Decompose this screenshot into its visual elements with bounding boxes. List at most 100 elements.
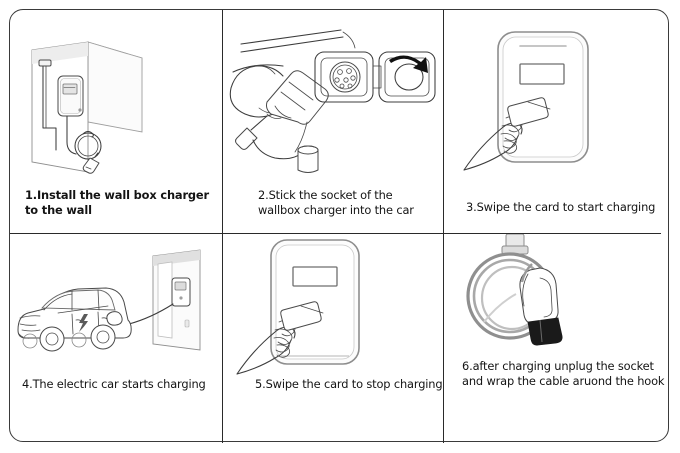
cable-loop [252, 139, 304, 160]
charge-port-housing [314, 51, 374, 103]
wallbox-indicator [78, 108, 82, 112]
cable-upper-tail [294, 121, 308, 153]
headlight [19, 323, 37, 326]
wheel-front-hub [45, 332, 59, 346]
step-caption-5: 5.Swipe the card to stop charging [255, 377, 443, 391]
plug-tip-seam [539, 319, 543, 343]
car-greenhouse [41, 289, 116, 311]
socket-pin [339, 83, 345, 89]
barrel-grip [274, 105, 292, 119]
wallbox-display [62, 83, 78, 95]
illustration-swipe-card-stop [223, 234, 443, 443]
socket-pin [337, 69, 343, 75]
hand-thumb-edge [463, 122, 523, 171]
hood-line [19, 315, 41, 319]
junction-box [38, 59, 52, 67]
grid-divider-vertical [222, 233, 224, 443]
barrel-line-2 [280, 91, 306, 111]
flap-hinge [372, 65, 382, 89]
cable-hook [82, 130, 94, 138]
step-panel-1: 1.Install the wall box charger to the wa… [10, 10, 222, 233]
hand-outline-bottom [229, 87, 274, 118]
hand-thumb-edge [236, 326, 296, 375]
wheel-far-front [22, 333, 38, 349]
windshield-line [43, 293, 73, 311]
wheel-far-rear [71, 332, 87, 348]
wall-top-shade [32, 42, 88, 64]
instruction-diagram-frame: 1.Install the wall box charger to the wa… [9, 9, 670, 443]
door-top-line [57, 305, 109, 314]
step-caption-2: 2.Stick the socket of the wallbox charge… [258, 188, 414, 217]
socket-pin [334, 77, 340, 83]
wheel-front [39, 326, 65, 352]
wheel-rear-hub [96, 330, 110, 344]
flap-door [378, 51, 436, 103]
cable-tail [520, 263, 533, 283]
finger-3 [500, 133, 517, 149]
illustration-wall-charger-installation [10, 10, 222, 233]
step-caption-1: 1.Install the wall box charger to the wa… [25, 188, 209, 217]
socket-pin [347, 83, 353, 89]
grid-divider-vertical [222, 10, 224, 233]
hand-lower-edge [236, 357, 276, 375]
cylinder-rim [297, 145, 319, 155]
step-panel-2: 2.Stick the socket of the wallbox charge… [223, 10, 443, 233]
open-flap-arrow-icon [389, 55, 428, 73]
cable-coil-inner [77, 135, 99, 157]
connector-inner-line [539, 277, 553, 318]
illustration-wrap-cable-on-hook [444, 234, 670, 443]
wall-socket [184, 319, 190, 328]
cable-collar [235, 127, 258, 150]
socket-pin [346, 68, 352, 74]
wallbox-inner [502, 36, 584, 158]
step-caption-6: 6.after charging unplug the socket and w… [462, 359, 665, 388]
connector-tip [94, 152, 99, 158]
cable-highlight [483, 293, 517, 323]
socket-pin [350, 75, 356, 81]
wallbox-display [519, 63, 565, 85]
finger-4 [503, 140, 518, 154]
finger-line-2 [266, 113, 282, 119]
grid-divider-vertical [443, 10, 445, 233]
door-seam-1 [71, 313, 74, 335]
wall-inset [157, 261, 173, 339]
wallbox-display [292, 266, 338, 287]
socket-face [329, 61, 361, 93]
socket-face-inner [332, 64, 358, 90]
cable-coil-outer [74, 132, 102, 160]
car-body-curve [342, 31, 356, 49]
barrel-line-1 [288, 81, 314, 101]
finger-3 [273, 337, 290, 353]
step-caption-3: 3.Swipe the card to start charging [466, 200, 656, 214]
bumper-line [21, 329, 41, 332]
step-panel-4: 4.The electric car starts charging [10, 234, 222, 443]
connector-body [82, 157, 100, 174]
illustration-car-charging [10, 234, 222, 443]
socket-pin [343, 77, 349, 83]
connector-barrel [266, 70, 329, 125]
connector-plug-tip [527, 317, 563, 346]
connector-body [519, 267, 559, 325]
conduit-left [42, 65, 57, 151]
car-body-line-mid [240, 36, 344, 53]
car-charge-port [106, 311, 123, 326]
illustration-swipe-card-start [444, 10, 670, 233]
wallbox-display [174, 281, 187, 291]
window-pillar-2 [97, 289, 100, 311]
step-panel-5: 5.Swipe the card to stop charging [223, 234, 443, 443]
hand-lower-edge [463, 153, 503, 171]
cylinder-body [297, 150, 319, 173]
connector-side-line [522, 273, 529, 307]
finger-2 [274, 328, 293, 345]
card-stripe [527, 101, 551, 110]
grid-divider-vertical [443, 233, 445, 443]
illustration-plug-into-car-socket [223, 10, 443, 233]
step-panel-3: 3.Swipe the card to start charging [444, 10, 670, 233]
car-body-line-top [240, 29, 342, 45]
connector-detail [85, 166, 92, 170]
finger-2 [501, 124, 520, 141]
wheel-rear [90, 324, 116, 350]
finger-4 [276, 344, 291, 358]
step-panel-6: 6.after charging unplug the socket and w… [444, 234, 670, 443]
card-stripe [300, 305, 324, 314]
